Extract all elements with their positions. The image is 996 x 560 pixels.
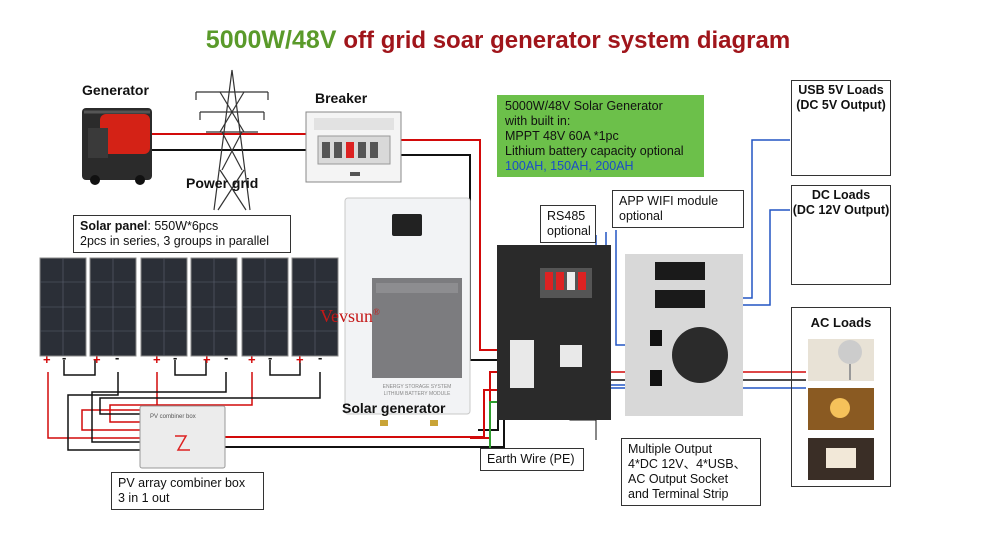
usb-loads-box: USB 5V Loads (DC 5V Output) [791, 80, 891, 176]
output-line2: 4*DC 12V、4*USB、 [628, 457, 747, 471]
wifi-module-box: APP WIFI module optional [612, 190, 744, 228]
generator-icon [82, 108, 152, 185]
spec-line3: MPPT 48V 60A *1pc [505, 129, 619, 143]
panel5-minus: - [268, 350, 273, 365]
solar-panel-config: 2pcs in series, 3 groups in parallel [80, 234, 269, 248]
panel1-minus: - [62, 350, 67, 365]
panel4-plus: + [203, 352, 211, 367]
spec-line1: 5000W/48V Solar Generator [505, 99, 663, 113]
title-description: off grid soar generator system diagram [343, 27, 791, 54]
brand-registered-mark: ® [373, 307, 380, 317]
spec-line4: Lithium battery capacity optional [505, 144, 684, 158]
combiner-caption-line2: 3 in 1 out [118, 491, 170, 505]
multiple-output-box: Multiple Output 4*DC 12V、4*USB、 AC Outpu… [621, 438, 761, 506]
usb-loads-subtitle: (DC 5V Output) [796, 98, 886, 112]
output-line4: and Terminal Strip [628, 487, 729, 501]
panel4-minus: - [224, 350, 229, 365]
panel5-plus: + [248, 352, 256, 367]
rs485-line1: RS485 [547, 209, 586, 223]
brand-logo: Vevsun® [320, 306, 380, 327]
combiner-device-print: PV combiner box [150, 414, 196, 420]
solar-panel-count: : 550W*6pcs [147, 219, 219, 233]
battery-label-line1: ENERGY STORAGE SYSTEM [382, 384, 452, 390]
power-grid-tower-icon [195, 69, 269, 211]
battery-label-line2: LITHIUM BATTERY MODULE [383, 391, 451, 397]
pv-combiner-box-icon [139, 405, 226, 469]
combiner-caption-line1: PV array combiner box [118, 476, 246, 490]
solar-panel-spec-box: Solar panel: 550W*6pcs 2pcs in series, 3… [73, 215, 291, 253]
brand-name: Vevsun [320, 306, 373, 326]
output-line1: Multiple Output [628, 442, 713, 456]
title-power-rating: 5000W/48V [205, 26, 337, 54]
inverter-cabinet [497, 245, 743, 420]
power-grid-label: Power grid [186, 175, 259, 191]
earth-wire-label: Earth Wire (PE) [487, 452, 575, 466]
solar-generator-label: Solar generator [342, 400, 446, 416]
earth-wire-box: Earth Wire (PE) [480, 448, 584, 471]
dc-loads-title: DC Loads [811, 188, 871, 202]
combiner-caption-box: PV array combiner box 3 in 1 out [111, 472, 264, 510]
breaker-label: Breaker [315, 90, 368, 106]
solar-panel-title: Solar panel [80, 219, 148, 233]
panel6-plus: + [296, 352, 304, 367]
panel6-minus: - [318, 350, 323, 365]
ac-lamp-icon [808, 388, 874, 430]
battery-module-label: ENERGY STORAGE SYSTEM LITHIUM BATTERY MO… [372, 384, 462, 398]
usb-load-wire [740, 139, 790, 299]
wifi-line2: optional [619, 209, 663, 223]
dc-load-wire [740, 209, 790, 306]
solar-generator-unit [344, 197, 471, 426]
panel2-minus: - [115, 350, 120, 365]
spec-line2: with built in: [505, 114, 571, 128]
dc-loads-box: DC Loads (DC 12V Output) [791, 185, 891, 285]
ac-fan-icon [808, 339, 874, 381]
output-line3: AC Output Socket [628, 472, 729, 486]
breaker-box-icon [305, 111, 402, 183]
panel3-plus: + [153, 352, 161, 367]
rs485-box: RS485 optional [540, 205, 596, 243]
diagram-title: 5000W/48V off grid soar generator system… [0, 26, 996, 55]
usb-loads-title: USB 5V Loads [798, 83, 884, 97]
generator-label: Generator [82, 82, 149, 98]
dc-loads-subtitle: (DC 12V Output) [792, 203, 890, 217]
solar-generator-spec-box: 5000W/48V Solar Generator with built in:… [497, 95, 704, 177]
panel1-plus: + [43, 352, 51, 367]
panel2-plus: + [93, 352, 101, 367]
ac-laptop-icon [808, 438, 874, 480]
ac-loads-box: AC Loads [791, 307, 891, 487]
rs485-line2: optional [547, 224, 591, 238]
panel3-minus: - [173, 350, 178, 365]
wifi-line1: APP WIFI module [619, 194, 719, 208]
spec-line5: 100AH, 150AH, 200AH [505, 159, 634, 173]
ac-loads-title: AC Loads [810, 315, 872, 330]
